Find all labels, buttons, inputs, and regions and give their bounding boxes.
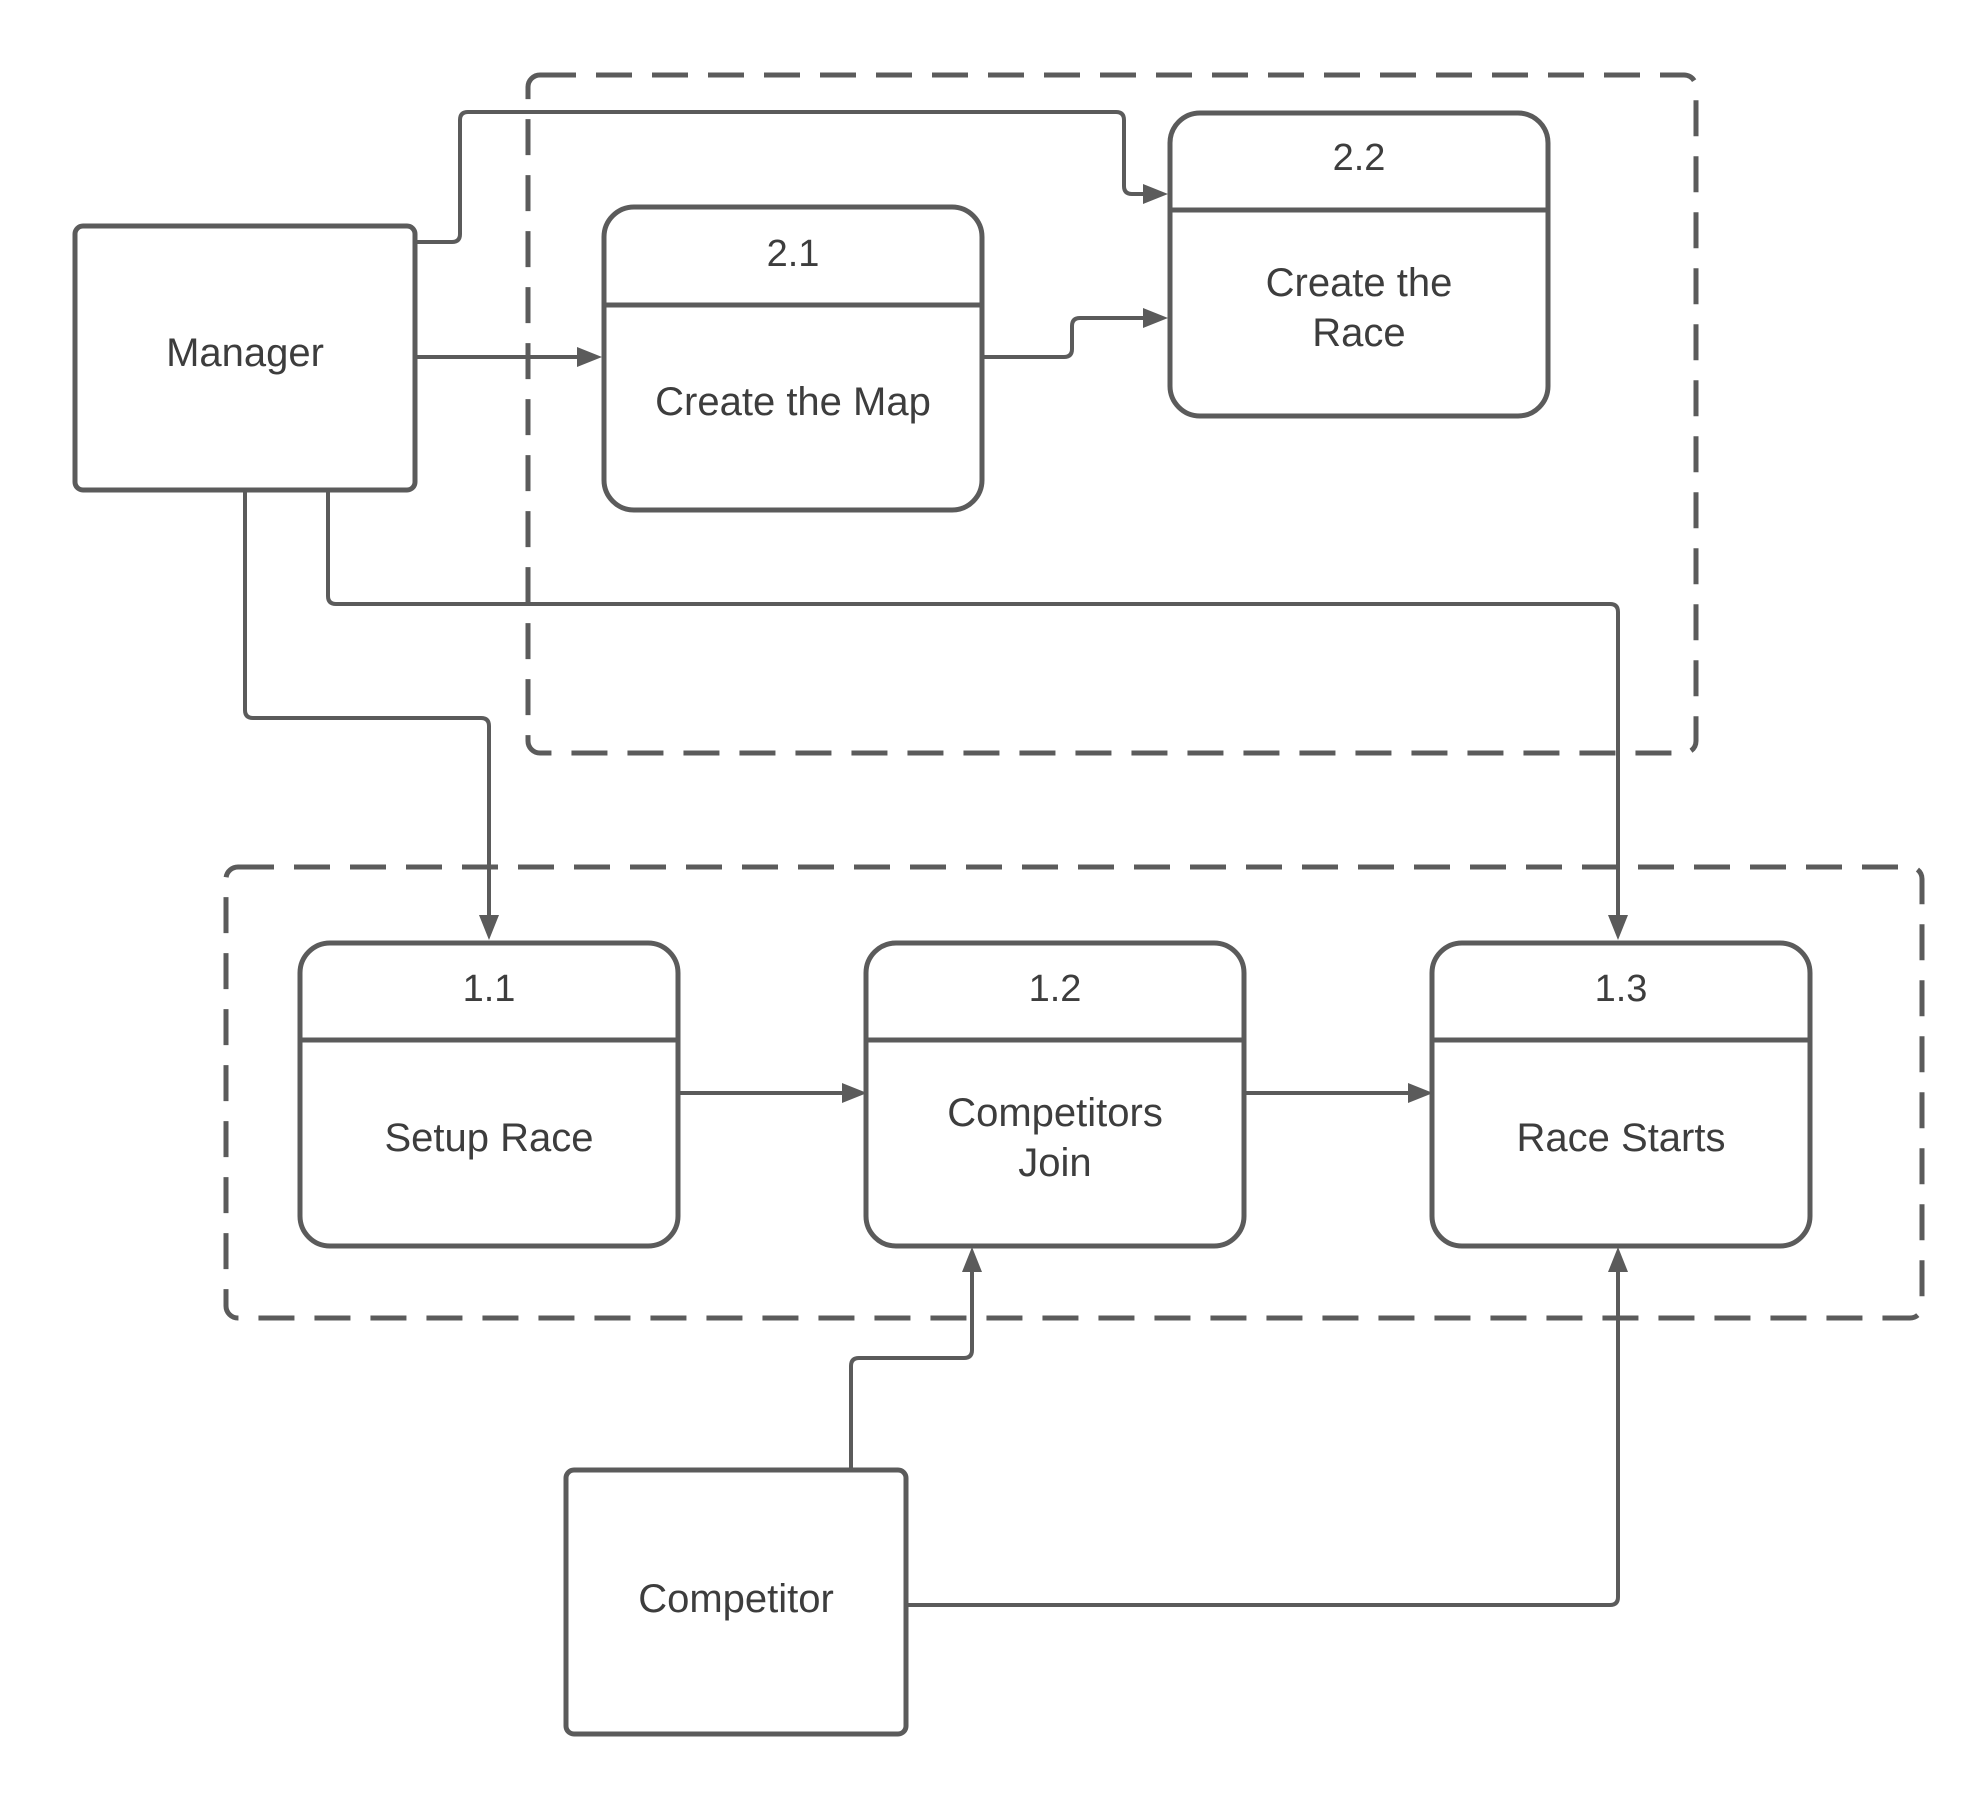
process-2-1-number: 2.1 xyxy=(767,233,820,275)
entity-manager-box xyxy=(72,223,418,493)
process-1-1-label: Setup Race xyxy=(384,1116,593,1160)
process-1-2: 1.2 Competitors Join xyxy=(863,940,1247,1249)
process-1-2-label-line-1: Competitors xyxy=(947,1091,1163,1135)
process-2-1: 2.1 Create the Map xyxy=(601,204,985,513)
flow-competitor-to-1-3 xyxy=(906,1270,1620,1607)
entity-competitor-label: Competitor xyxy=(638,1577,834,1621)
flow-competitor-to-1-2 xyxy=(849,1270,974,1468)
process-2-2-label-line-1: Create the xyxy=(1266,261,1453,305)
subsystem-boundary-2 xyxy=(525,72,1699,756)
entity-manager: Manager xyxy=(72,223,418,493)
arrowhead-into-1-2 xyxy=(842,1083,867,1103)
process-1-3-box xyxy=(1429,940,1813,1249)
process-2-1-label: Create the Map xyxy=(655,380,931,424)
flow-2-1-to-2-2 xyxy=(982,316,1145,359)
process-1-3: 1.3 Race Starts xyxy=(1429,940,1813,1249)
process-1-2-number: 1.2 xyxy=(1029,968,1082,1010)
process-2-2-number: 2.2 xyxy=(1333,137,1386,179)
process-2-2: 2.2 Create the Race xyxy=(1167,110,1551,419)
process-2-2-label-line-2: Race xyxy=(1312,311,1405,355)
arrowhead-into-1-1 xyxy=(479,915,499,940)
arrowhead-into-2-2-top xyxy=(1143,184,1168,204)
process-1-2-box xyxy=(863,940,1247,1249)
entity-competitor-box xyxy=(563,1467,909,1737)
flow-manager-to-1-1 xyxy=(243,492,491,916)
arrowhead-into-1-3-left xyxy=(1408,1083,1433,1103)
arrowhead-into-2-1 xyxy=(577,347,602,367)
arrowhead-into-1-2-bottom xyxy=(962,1247,982,1272)
process-1-2-label-line-2: Join xyxy=(1018,1141,1091,1185)
arrowhead-into-1-3-bottom xyxy=(1608,1247,1628,1272)
process-2-1-box xyxy=(601,204,985,513)
arrowhead-into-1-3-top xyxy=(1608,915,1628,940)
process-2-2-box xyxy=(1167,110,1551,419)
arrowhead-into-2-2 xyxy=(1143,308,1168,328)
process-1-3-label: Race Starts xyxy=(1517,1116,1726,1160)
process-1-3-number: 1.3 xyxy=(1595,968,1648,1010)
connectors xyxy=(243,110,1628,1607)
flow-manager-to-1-3 xyxy=(326,492,1620,916)
process-1-1: 1.1 Setup Race xyxy=(297,940,681,1249)
entity-manager-label: Manager xyxy=(166,331,324,375)
process-1-1-box xyxy=(297,940,681,1249)
flow-manager-to-2-2 xyxy=(415,110,1145,244)
process-1-1-number: 1.1 xyxy=(463,968,516,1010)
entity-competitor: Competitor xyxy=(563,1467,909,1737)
subsystem-boundary-1 xyxy=(223,864,1925,1321)
